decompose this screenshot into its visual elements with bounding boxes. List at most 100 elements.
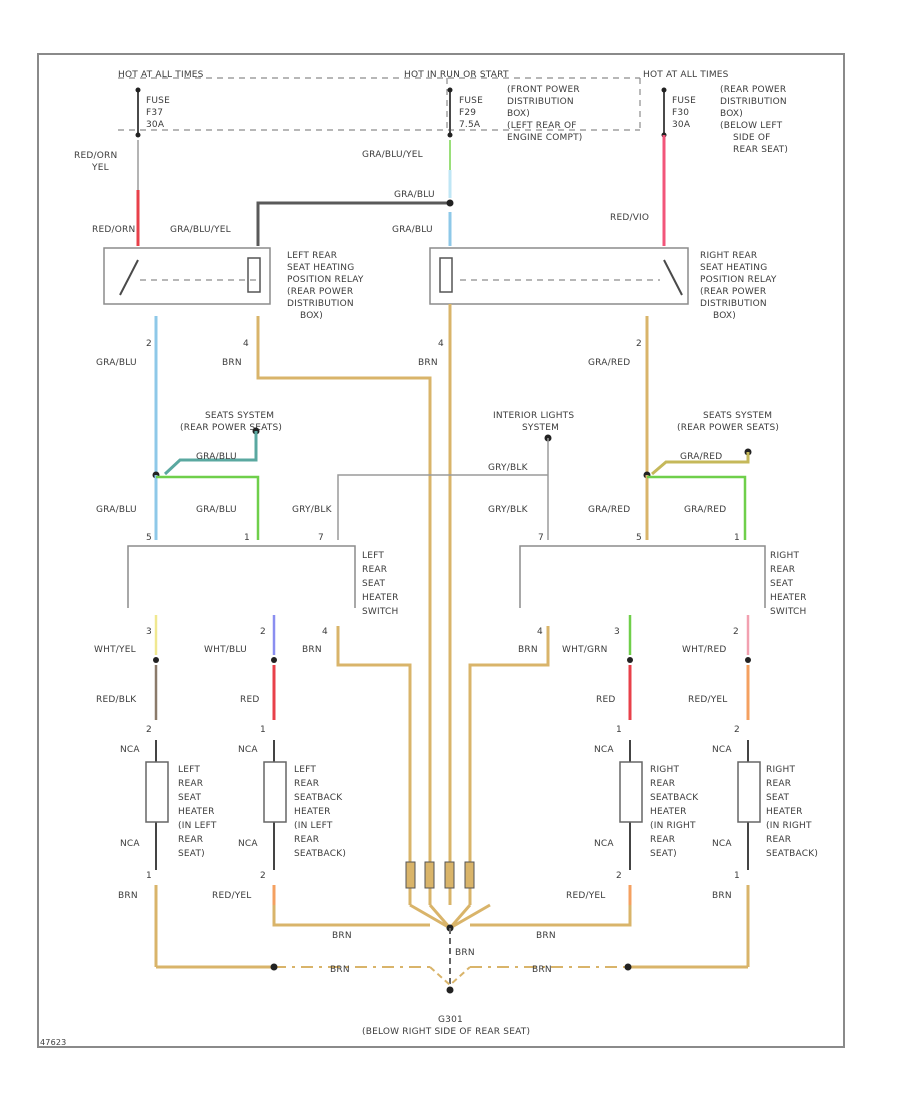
right-switch-label: REAR bbox=[770, 565, 795, 575]
left-relay-coil bbox=[247, 257, 261, 293]
left-switch-label: HEATER bbox=[362, 593, 399, 603]
fuse-center-terminal bbox=[447, 87, 453, 93]
right-relay-label: SEAT HEATING bbox=[700, 263, 767, 273]
wire-label: NCA bbox=[712, 839, 732, 849]
heater-element bbox=[619, 761, 643, 823]
heater-label: SEATBACK) bbox=[766, 849, 818, 859]
wire-label: GRA/BLU bbox=[394, 190, 435, 200]
heater-label: SEAT bbox=[766, 793, 789, 803]
figure-id: 47623 bbox=[40, 1038, 66, 1047]
fuse-left-terminal bbox=[135, 132, 141, 138]
pin-number: 2 bbox=[260, 627, 266, 637]
wire-brn-right-switch bbox=[468, 626, 550, 905]
heater-label: SEATBACK bbox=[650, 793, 699, 803]
connector bbox=[745, 657, 751, 663]
right-switch-label: SWITCH bbox=[770, 607, 807, 617]
right-switch-label: HEATER bbox=[770, 593, 807, 603]
wire-gra-blu-yel-dark bbox=[256, 201, 450, 246]
wire-label: GRA/BLU bbox=[196, 452, 237, 462]
wire-label: RED/BLK bbox=[96, 695, 137, 705]
heater-label: HEATER bbox=[178, 807, 215, 817]
wire-label: GRA/BLU bbox=[96, 505, 137, 515]
wire-label: BRN bbox=[532, 965, 552, 975]
right-relay-label: POSITION RELAY bbox=[700, 275, 777, 285]
right-location-line: BOX) bbox=[720, 109, 743, 119]
seats-system-left: (REAR POWER SEATS) bbox=[180, 423, 282, 433]
ground-merge bbox=[429, 966, 471, 987]
wire-seats-right bbox=[651, 452, 750, 476]
right-switch-label: SEAT bbox=[770, 579, 793, 589]
wire-brn-left-switch bbox=[336, 626, 412, 905]
wire-label: WHT/BLU bbox=[204, 645, 247, 655]
wire-label: GRY/BLK bbox=[488, 463, 529, 473]
ground-location: (BELOW RIGHT SIDE OF REAR SEAT) bbox=[362, 1027, 530, 1037]
center-location-line: (FRONT POWER bbox=[507, 85, 580, 95]
fuse-right-rating: 30A bbox=[672, 120, 691, 130]
wire-label: GRA/RED bbox=[588, 505, 630, 515]
heater-label: REAR bbox=[650, 779, 675, 789]
heater-label: HEATER bbox=[766, 807, 803, 817]
left-switch-label: SEAT bbox=[362, 579, 385, 589]
right-relay-label: RIGHT REAR bbox=[700, 251, 757, 261]
wire-label: GRA/RED bbox=[684, 505, 726, 515]
fuse-right-terminal bbox=[661, 87, 667, 93]
wire-label: YEL bbox=[91, 163, 109, 173]
wire-gry-blk-left bbox=[337, 474, 548, 540]
wire-label: RED/VIO bbox=[610, 213, 649, 223]
pin-number: 1 bbox=[734, 871, 740, 881]
right-relay-box bbox=[429, 247, 689, 305]
wire-label: BRN bbox=[712, 891, 732, 901]
wire-label: BRN bbox=[222, 358, 242, 368]
diagram-frame bbox=[37, 53, 845, 1048]
fuse-left-terminal bbox=[135, 87, 141, 93]
wire-label: WHT/RED bbox=[682, 645, 726, 655]
right-relay-label: DISTRIBUTION bbox=[700, 299, 767, 309]
left-relay-box bbox=[103, 247, 271, 305]
pin-number: 4 bbox=[438, 339, 444, 349]
pin-number: 7 bbox=[538, 533, 544, 543]
right-switch-label: RIGHT bbox=[770, 551, 799, 561]
left-switch-label: REAR bbox=[362, 565, 387, 575]
seats-system-left: SEATS SYSTEM bbox=[205, 411, 274, 421]
wire-brn-bottom bbox=[272, 905, 430, 927]
pin-number: 1 bbox=[734, 533, 740, 543]
heater-label: REAR bbox=[766, 835, 791, 845]
wire-seats-left bbox=[163, 431, 258, 476]
wire-label: GRY/BLK bbox=[488, 505, 529, 515]
heater-left-seat: 2 NCA NCA 1 LEFT REAR SEAT HEATER (IN LE… bbox=[120, 725, 217, 881]
wire-label: BRN bbox=[418, 358, 438, 368]
center-location-line: ENGINE COMPT) bbox=[507, 133, 583, 143]
pin-number: 1 bbox=[260, 725, 266, 735]
right-location-line: REAR SEAT) bbox=[733, 145, 788, 155]
right-location-line: DISTRIBUTION bbox=[720, 97, 787, 107]
heater-right-seat: 2 NCA NCA 1 RIGHT REAR SEAT HEATER (IN R… bbox=[712, 725, 818, 881]
wire-label: NCA bbox=[238, 839, 258, 849]
wire-label: GRA/BLU bbox=[392, 225, 433, 235]
wire-label: GRA/BLU bbox=[96, 358, 137, 368]
left-relay-switch bbox=[119, 259, 139, 296]
pin-number: 1 bbox=[146, 871, 152, 881]
heater-right-seatback: 1 NCA NCA 2 RIGHT REAR SEATBACK HEATER (… bbox=[594, 725, 699, 881]
splice bbox=[624, 963, 632, 971]
pin-number: 2 bbox=[733, 627, 739, 637]
heater-label: SEAT bbox=[178, 793, 201, 803]
pin-number: 3 bbox=[146, 627, 152, 637]
pin-number: 2 bbox=[260, 871, 266, 881]
wire-label: RED/ORN bbox=[74, 151, 117, 161]
right-relay-label: BOX) bbox=[713, 311, 736, 321]
wire-label: BRN bbox=[332, 931, 352, 941]
pin-number: 2 bbox=[146, 339, 152, 349]
left-relay-label: BOX) bbox=[300, 311, 323, 321]
wire-label: GRY/BLK bbox=[292, 505, 333, 515]
wire-label: RED bbox=[240, 695, 259, 705]
ground-name: G301 bbox=[438, 1015, 463, 1025]
heater-label: REAR bbox=[294, 835, 319, 845]
wire-brn-bottom-right bbox=[470, 905, 632, 927]
pin-number: 4 bbox=[537, 627, 543, 637]
ground-icon bbox=[446, 986, 454, 994]
left-relay-label: (REAR POWER bbox=[287, 287, 353, 297]
wire-label: BRN bbox=[518, 645, 538, 655]
heater-label: REAR bbox=[294, 779, 319, 789]
wire-label: BRN bbox=[302, 645, 322, 655]
wire-label: BRN bbox=[330, 965, 350, 975]
